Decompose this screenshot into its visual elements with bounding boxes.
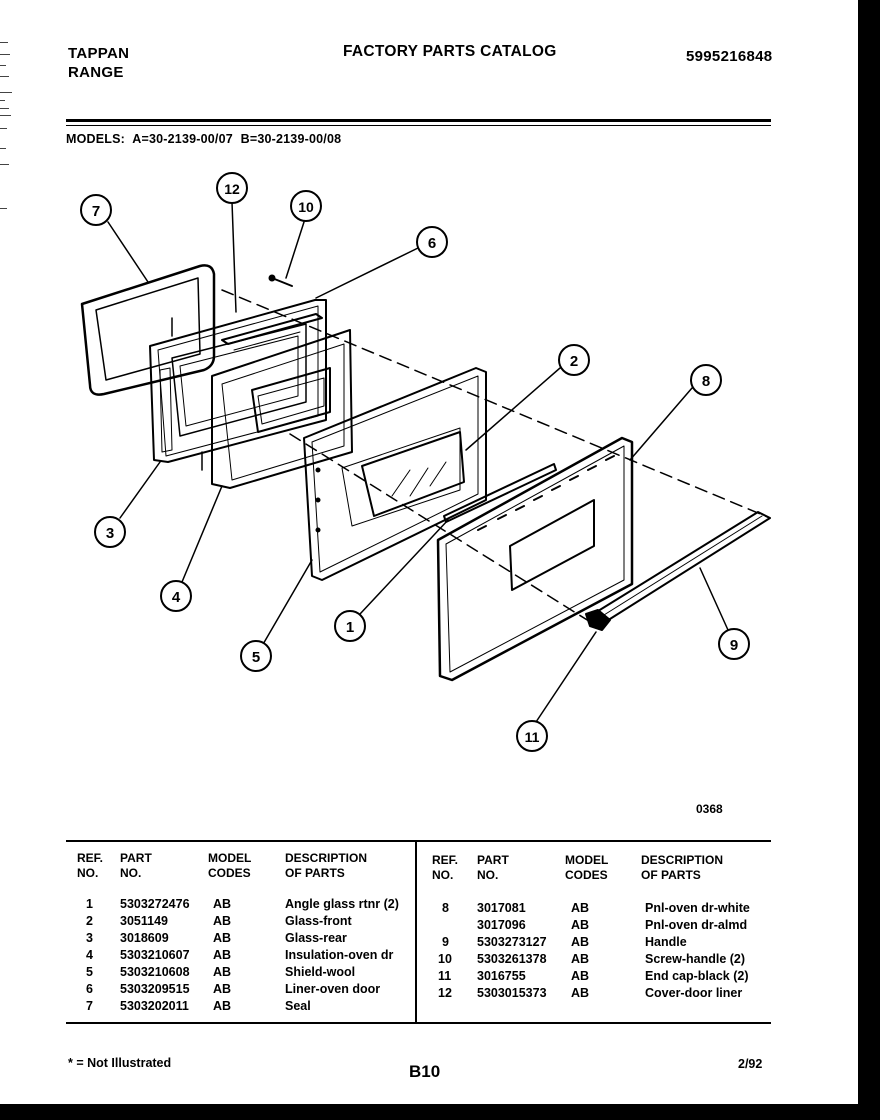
screw-handle [268,274,293,287]
brand-line-1: TAPPAN [68,45,130,62]
svg-text:11: 11 [525,729,540,745]
svg-text:4: 4 [172,589,181,606]
models-label: MODELS: [66,132,126,146]
models-line: MODELS: A=30-2139-00/07 B=30-2139-00/08 [66,132,345,146]
callout-5: 5 [240,640,272,672]
angle-glass-retainer [443,463,557,523]
callout-11: 11 [516,720,548,752]
footnote: * = Not Illustrated [68,1056,172,1070]
leader-lines [107,201,729,723]
callout-6: 6 [416,226,448,258]
table-divider [415,842,417,1022]
callout-3: 3 [94,516,126,548]
assembly-dash-line [221,289,771,629]
brand: TAPPAN RANGE [68,44,129,82]
svg-text:9: 9 [730,637,738,654]
shield-wool [303,367,487,581]
callout-7: 7 [80,194,112,226]
scan-border-bottom [0,1104,880,1120]
svg-text:1: 1 [346,619,354,636]
insulation-oven-door [211,329,353,489]
callout-1: 1 [334,610,366,642]
model-b: B=30-2139-00/08 [240,132,342,146]
header-ref-right: REF.NO. [432,853,459,882]
header-rule-top [66,119,771,122]
svg-text:12: 12 [224,181,240,197]
header-ref: REF.NO. [77,851,104,880]
page-number: B10 [409,1062,441,1081]
revision-date: 2/92 [738,1057,763,1071]
door-seal [80,264,216,396]
callout-10: 10 [290,190,322,222]
svg-text:8: 8 [702,373,710,390]
model-a: A=30-2139-00/07 [132,132,233,146]
svg-text:3: 3 [106,525,114,542]
catalog-title: FACTORY PARTS CATALOG [343,43,557,60]
callout-12: 12 [216,172,248,204]
svg-text:2: 2 [570,353,578,370]
catalog-number: 5995216848 [686,48,773,65]
cover-door-liner [221,313,323,351]
scan-marks [0,40,14,240]
callout-4: 4 [160,580,192,612]
svg-text:10: 10 [298,199,314,215]
table-rule-bottom [66,1022,771,1024]
svg-text:6: 6 [428,235,436,252]
panel-oven-door [436,436,634,682]
header-rule-thin [66,125,771,126]
table-rule-top [66,840,771,842]
diagram-code: 0368 [696,802,723,816]
door-handle [585,511,771,631]
brand-line-2: RANGE [68,64,124,81]
svg-text:5: 5 [252,649,260,666]
scan-border-right [858,0,880,1120]
callout-8: 8 [690,364,722,396]
svg-text:7: 7 [92,203,100,220]
liner-oven-door [149,299,327,471]
callout-2: 2 [558,344,590,376]
exploded-parts-diagram: 7 12 10 6 2 8 3 4 5 1 9 11 [80,172,771,752]
callout-9: 9 [718,628,750,660]
